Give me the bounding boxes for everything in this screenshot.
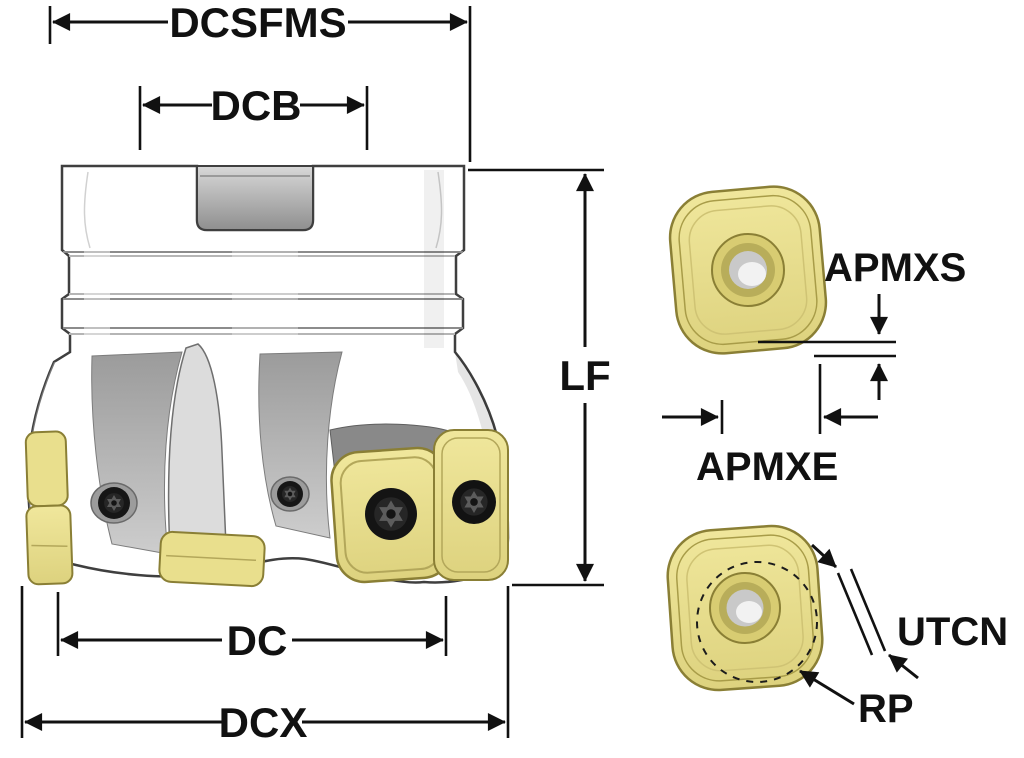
insert-hole-highlight (736, 601, 762, 623)
label-dcx: DCX (219, 699, 308, 746)
insert-plate (158, 530, 266, 588)
insert-hole-highlight (738, 262, 766, 286)
dim-dcx: DCX (20, 586, 510, 746)
torx-recess (104, 493, 124, 513)
insert-bottom-edge-view (158, 530, 266, 588)
insert-cartridge (167, 343, 227, 553)
insert-edge-line (31, 544, 68, 547)
insert-face-contour (688, 205, 808, 335)
body-shadow-strip (424, 170, 444, 348)
insert-land-contour (678, 194, 818, 346)
label-dcb: DCB (211, 82, 302, 129)
dim-apmxs: APMXS (758, 246, 966, 400)
torx-recess (460, 488, 488, 516)
dimension-arrow (810, 543, 838, 569)
chip-flute-center (258, 351, 343, 539)
body-reflection-curve (83, 171, 91, 249)
torx-recess (282, 486, 298, 502)
insert-plate (25, 504, 74, 586)
drive-slot (196, 165, 314, 231)
torx-recess (374, 497, 408, 531)
body-highlight-strip (84, 170, 110, 348)
leader-arrow (799, 669, 855, 706)
insert-face-contour (686, 544, 804, 672)
label-utcn: UTCN (897, 610, 1008, 654)
dim-dcb: DCB (138, 82, 369, 150)
insert-detail-top (668, 185, 828, 355)
dimension-arrow (888, 653, 919, 680)
label-apmxe: APMXE (696, 445, 838, 489)
body-highlight-strip (232, 232, 298, 350)
insert-detail-bottom (666, 524, 824, 692)
land-line (836, 572, 874, 656)
insert-left-edge-view (24, 430, 74, 586)
label-lf: LF (559, 352, 610, 399)
land-line (849, 568, 887, 652)
dim-lf: LF (468, 168, 611, 587)
insert-edge-line (166, 554, 257, 562)
corner-radius-dashed-circle (696, 561, 818, 683)
dim-rp: RP (799, 669, 914, 731)
label-dcsfms: DCSFMS (169, 0, 346, 46)
dimensions: DCSFMS DCB LF DC (20, 0, 1008, 746)
label-dc: DC (227, 617, 288, 664)
label-rp: RP (858, 687, 914, 731)
dim-utcn: UTCN (810, 543, 1008, 680)
dim-apmxe: APMXE (662, 364, 878, 489)
body-reflection-curve (435, 171, 443, 249)
dim-dc: DC (56, 592, 448, 664)
insert-land-contour (441, 437, 501, 573)
cutter-body (24, 164, 510, 588)
insert-land-contour (676, 534, 814, 682)
label-apmxs: APMXS (824, 246, 966, 290)
dim-dcsfms: DCSFMS (48, 0, 472, 162)
insert-plate (24, 430, 69, 508)
